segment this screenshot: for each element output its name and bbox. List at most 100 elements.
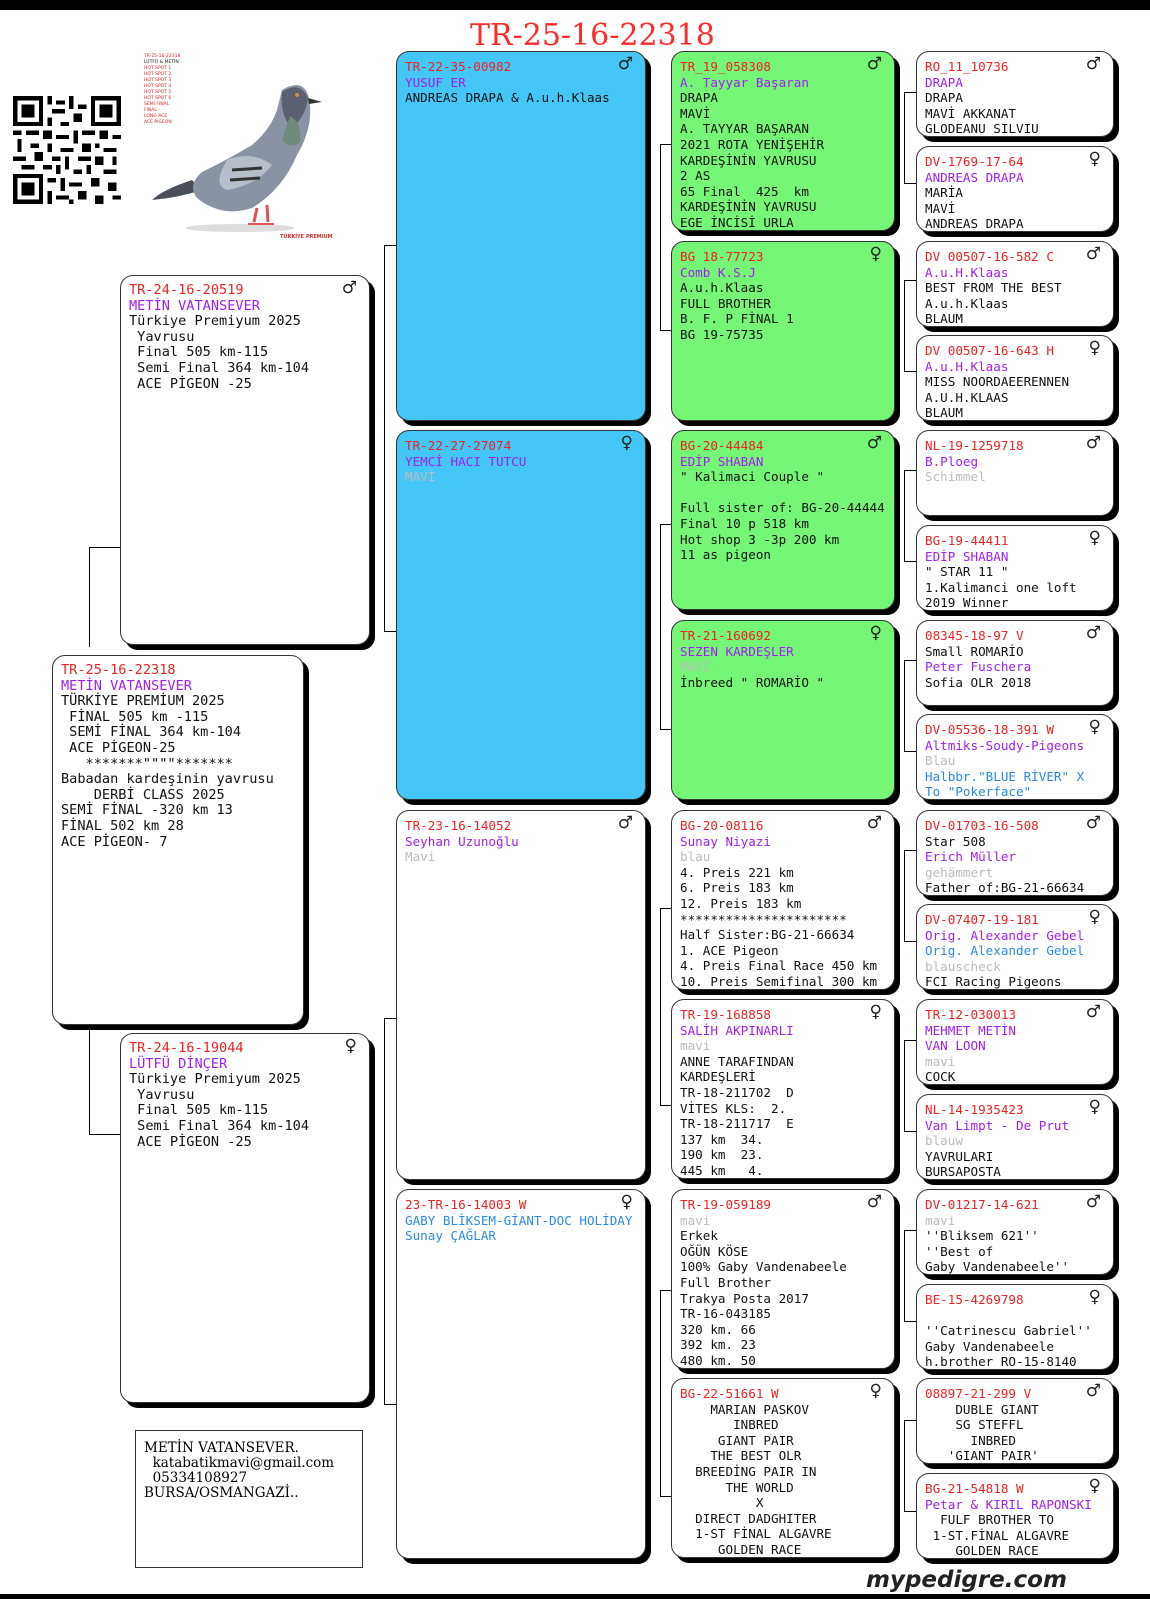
pigeon-info-line: ''Catrinescu Gabriel''	[925, 1323, 1092, 1339]
pigeon-info-line: 65 Final 425 km	[680, 183, 809, 199]
caption-line: TR-25-16-22318	[144, 54, 181, 59]
connector	[904, 1040, 916, 1132]
connector	[660, 144, 672, 331]
pigeon-info-line: FULF BROTHER TO	[925, 1512, 1054, 1528]
pigeon-info-line: EDİP SHABAN	[680, 453, 764, 469]
pigeon-info-line: SG STEFFL	[925, 1417, 1024, 1433]
pigeon-info-line: gehämmert	[925, 864, 994, 880]
pigeon-info-line: 2 AS	[680, 168, 711, 184]
pigeon-info-line: 100% Gaby Vandenabeele	[680, 1259, 847, 1275]
ring-number: BG-22-51661 W	[680, 1386, 779, 1401]
pigeon-card-gen3-8[interactable]: ♀BG-22-51661 W MARIAN PASKOV INBRED GIAN…	[671, 1378, 895, 1558]
pigeon-info-line: mavi	[680, 1038, 711, 1054]
pigeon-info-line: GOLDEN RACE	[680, 1541, 802, 1557]
pigeon-info-line: Petar & KIRIL RAPONSKI	[925, 1496, 1092, 1512]
pigeon-card-gen4-15[interactable]: ♂08897-21-299 V DUBLE GIANT SG STEFFL IN…	[916, 1378, 1114, 1464]
pigeon-info-line: Trakya Posta 2017	[680, 1290, 809, 1306]
pigeon-info-line: blau	[680, 849, 711, 865]
owner-phone[interactable]: 05334108927	[144, 1470, 248, 1486]
pigeon-info-line: mavi	[925, 1212, 956, 1228]
female-symbol-icon: ♀	[869, 1002, 882, 1022]
caption-line: HOT SPOT 5	[144, 90, 172, 95]
connector	[660, 524, 672, 730]
pigeon-info-line: LÜTFÜ DİNÇER	[129, 1055, 228, 1072]
pigeon-info-line: Star 508	[925, 833, 986, 849]
pigeon-info-line: COCK	[925, 1069, 956, 1085]
caption-line: HOT SPOT 2	[144, 72, 172, 77]
female-symbol-icon: ♀	[869, 623, 882, 643]
pigeon-info-line: ''Bliksem 621''	[925, 1228, 1039, 1244]
pigeon-info-line: SALİH AKPINARLI	[680, 1022, 794, 1038]
pigeon-info-line: mavi	[680, 1212, 711, 1228]
connector	[384, 1018, 398, 1405]
pigeon-info-line: 190 km 23.	[680, 1147, 764, 1163]
pigeon-info-line: 480 km. 50	[680, 1352, 756, 1368]
ring-number: DV 00507-16-643 H	[925, 343, 1054, 358]
connector	[904, 1420, 916, 1512]
connector	[904, 850, 916, 942]
pigeon-info-line: 320 km. 66	[680, 1321, 756, 1337]
ring-number: BG-20-44484	[680, 438, 764, 453]
pigeon-info-line: TR-16-043185	[680, 1306, 771, 1322]
pigeon-info-line: 10. Preis Semifinal 300 km	[680, 973, 878, 989]
pigeon-info-line: 1.Kalimanci one loft	[925, 579, 1077, 595]
pigeon-info-line: B. F. P FİNAL 1	[680, 311, 794, 327]
pigeon-info-line: 'GIANT PAIR'	[925, 1448, 1039, 1464]
pigeon-info-line: YAVRULARI	[925, 1148, 994, 1164]
pigeon-info-line: **********************	[680, 911, 847, 927]
pigeon-info-line: DRAPA	[925, 90, 963, 106]
male-symbol-icon: ♂	[617, 54, 633, 74]
footer-brand[interactable]: mypedigre.com	[866, 1567, 1067, 1593]
ring-number: TR-25-16-22318	[61, 662, 176, 678]
caption-line: HOT SPOT 3	[144, 78, 172, 83]
ring-number: DV-07407-19-181	[925, 912, 1039, 927]
pigeon-info-line: METİN VATANSEVER	[61, 677, 192, 694]
connector	[89, 547, 121, 647]
female-symbol-icon: ♀	[1088, 717, 1101, 737]
pigeon-info-line: METİN VATANSEVER	[129, 297, 260, 314]
female-symbol-icon: ♀	[1088, 149, 1101, 169]
ring-number: 08345-18-97 V	[925, 628, 1024, 643]
ring-number: DV-01703-16-508	[925, 818, 1039, 833]
pigeon-info-line: A. TAYYAR BAŞARAN	[680, 121, 809, 137]
qr-code-icon	[13, 96, 121, 204]
pigeon-info-line: 4. Preis Final Race 450 km	[680, 958, 878, 974]
ring-number: NL-14-1935423	[925, 1102, 1024, 1117]
male-symbol-icon: ♂	[1085, 623, 1101, 643]
owner-email[interactable]: katabatikmavi@gmail.com	[144, 1455, 335, 1471]
pigeon-info-line: Van Limpt - De Prut	[925, 1117, 1070, 1133]
ring-number: TR-24-16-20519	[129, 282, 244, 298]
pigeon-card-gen4-14[interactable]: ♀BE-15-4269798 ''Catrinescu Gabriel''Gab…	[916, 1284, 1114, 1370]
ring-number: TR-24-16-19044	[129, 1040, 244, 1056]
pigeon-info-line: blauw	[925, 1133, 963, 1149]
pigeon-info-line: Sofia OLR 2018	[925, 674, 1032, 690]
